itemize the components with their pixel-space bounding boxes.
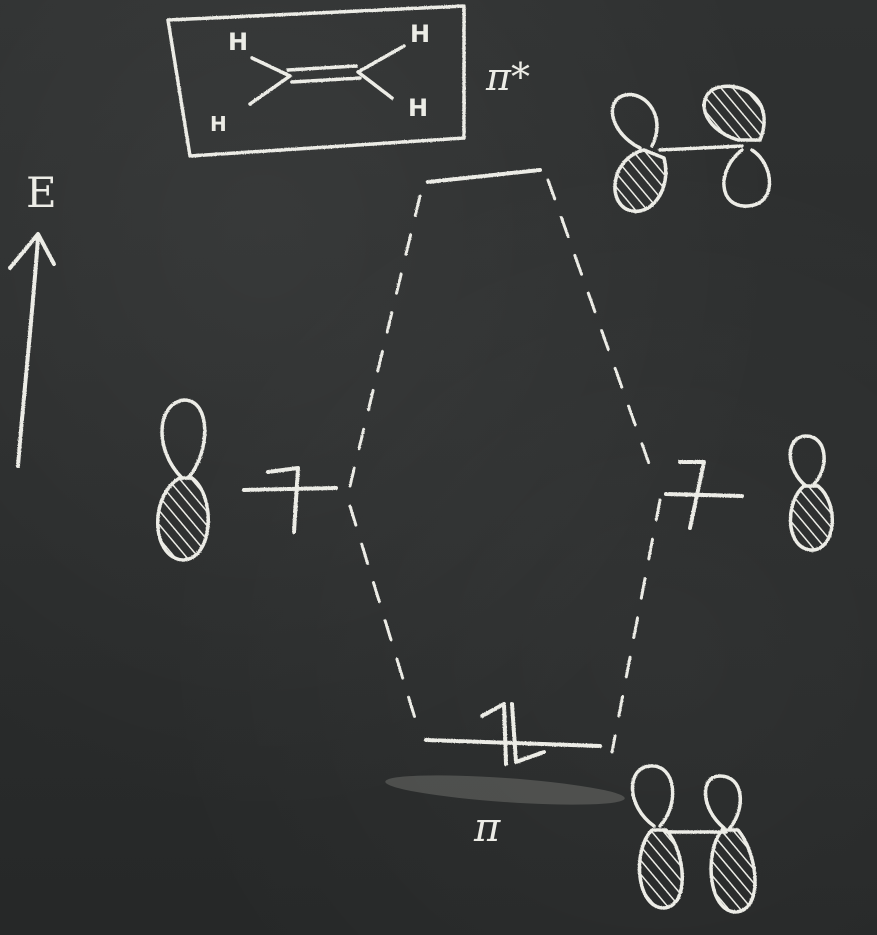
right-p-orbital-icon <box>788 434 835 552</box>
correlation-lines <box>348 178 662 754</box>
pi-star-label: π* <box>486 55 530 99</box>
pi-star-level <box>426 168 542 184</box>
hydrogen-label: H <box>228 28 249 56</box>
pi-electron-up-arrow <box>480 702 508 766</box>
chalk-smudge <box>385 775 625 805</box>
pi-level <box>424 702 602 766</box>
hydrogen-label: H <box>410 20 431 48</box>
energy-arrow <box>8 232 56 468</box>
pi-label: π <box>474 805 501 851</box>
hydrogen-label: H <box>210 112 227 136</box>
hydrogen-label: H <box>408 94 429 122</box>
left-p-level <box>242 466 338 534</box>
energy-axis-label: E <box>26 168 57 217</box>
pi-star-orbital-icon <box>610 84 772 214</box>
left-p-orbital-icon <box>156 398 210 562</box>
pi-orbital-icon <box>630 764 757 914</box>
ethylene-structure-box <box>166 4 466 158</box>
left-electron-up-arrow <box>266 466 300 534</box>
pi-electron-down-arrow <box>510 702 546 764</box>
right-electron-up-arrow <box>678 460 706 530</box>
right-p-level <box>664 460 744 530</box>
